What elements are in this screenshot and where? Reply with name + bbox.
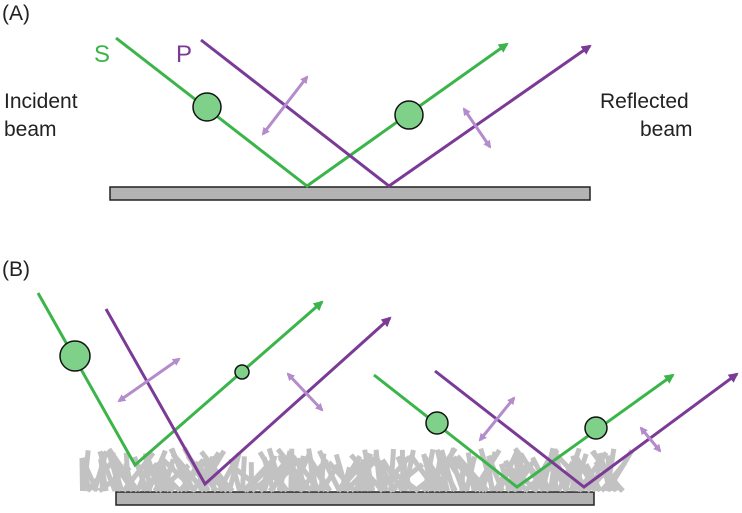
- p-polarization-arrow-reflected-a: [464, 109, 490, 147]
- s-polarization-dot-reflected-a: [395, 101, 423, 129]
- incident-beam-label-line1: Incident: [4, 90, 78, 113]
- s-polarization-dot-incident-a: [193, 93, 221, 121]
- p-beam-label: P: [176, 41, 192, 68]
- p-polarization-arrow-incident-b-right: [480, 398, 514, 440]
- substrate-a: [110, 187, 590, 200]
- panel-b: (B): [2, 258, 737, 505]
- s-polarization-dot-reflected-b-left: [235, 365, 249, 379]
- panel-a: (A) S P Incident beam Reflected beam: [2, 2, 693, 200]
- p-polarization-arrow-incident-b-left: [119, 359, 179, 401]
- s-beam-label: S: [94, 41, 110, 68]
- panel-a-label: (A): [2, 2, 30, 25]
- incident-beam-label-line2: beam: [4, 118, 57, 141]
- s-polarization-dot-incident-b-right: [426, 412, 448, 434]
- reflected-beam-label-line2: beam: [640, 118, 693, 141]
- reflected-beam-label-line1: Reflected: [600, 90, 689, 113]
- s-beam-a: [116, 38, 507, 186]
- panel-b-label: (B): [2, 258, 30, 281]
- substrate-b: [116, 492, 594, 505]
- p-polarization-arrow-incident-a: [263, 77, 307, 134]
- s-polarization-dot-reflected-b-right: [585, 417, 607, 439]
- nanostructure-layer: [82, 448, 632, 491]
- s-polarization-dot-incident-b-left: [60, 341, 90, 371]
